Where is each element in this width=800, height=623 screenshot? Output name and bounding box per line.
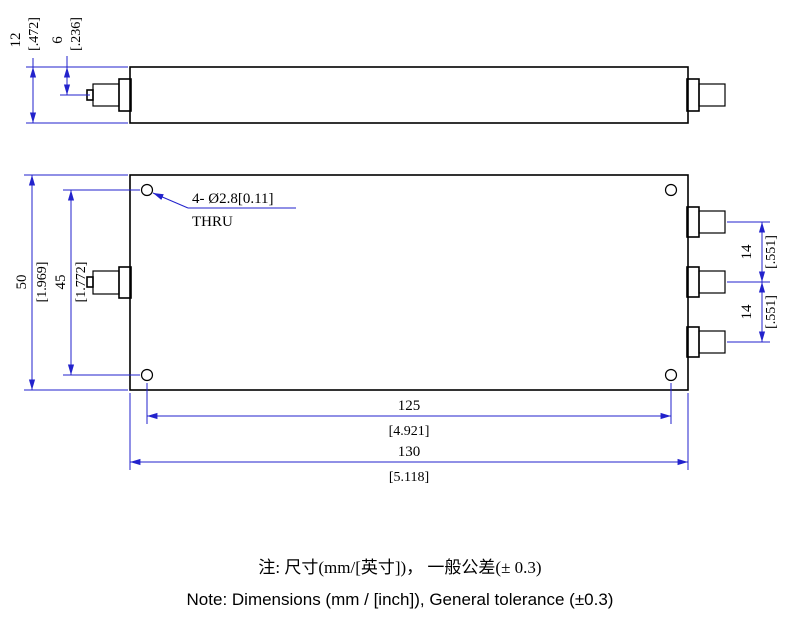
note-english: Note: Dimensions (mm / [inch]), General … <box>186 590 614 609</box>
dim-6-inch-label: [.236] <box>69 17 84 51</box>
dim-50: 50 [1.969] <box>14 174 128 391</box>
hole-callout-thru-text: THRU <box>192 214 233 230</box>
dim-14-lower: 14 [.551] <box>727 282 779 343</box>
dim-45: 45 [1.772] <box>53 189 140 376</box>
corner-hole-top-right <box>664 183 678 197</box>
dim-125-inch-label: [4.921] <box>389 424 430 439</box>
connector-flange <box>118 266 132 299</box>
dim-14-upper-mm-label: 14 <box>739 244 755 260</box>
dim-130-mm-label: 130 <box>398 444 421 460</box>
connector-threads <box>698 330 726 354</box>
connector-threads <box>698 210 726 234</box>
dim-50-inch-label: [1.969] <box>35 262 50 303</box>
dim-6-mm-label: 6 <box>50 36 66 44</box>
dim-125: 125 [4.921] <box>146 383 672 439</box>
dim-14-upper-inch-label: [.551] <box>764 235 779 269</box>
dim-12-inch-label: [.472] <box>27 17 42 51</box>
front-view-right-connector-2 <box>686 266 726 298</box>
corner-hole-bottom-right <box>664 368 678 382</box>
front-view-right-connector-1 <box>686 206 726 238</box>
front-view: 4- Ø2.8[0.11] THRU 50 [1.969] 45 [1.772] <box>14 174 779 485</box>
front-view-body <box>129 174 689 391</box>
dim-14-upper: 14 [.551] <box>727 221 779 283</box>
connector-threads <box>698 83 726 107</box>
dim-12-mm-label: 12 <box>8 33 24 48</box>
front-view-left-connector <box>86 266 132 299</box>
dim-14-lower-mm-label: 14 <box>739 304 755 320</box>
dim-45-inch-label: [1.772] <box>74 262 89 303</box>
connector-threads <box>92 83 120 107</box>
top-view-body <box>129 66 689 124</box>
connector-flange <box>118 78 132 112</box>
top-view: 12 [.472] 6 [.236] <box>8 17 726 124</box>
connector-threads <box>698 270 726 294</box>
hole-callout-text: 4- Ø2.8[0.11] <box>192 191 274 207</box>
top-view-left-connector <box>86 78 132 112</box>
dim-12: 12 [.472] <box>8 17 128 124</box>
dim-14-lower-inch-label: [.551] <box>764 295 779 329</box>
dim-50-mm-label: 50 <box>14 275 30 290</box>
front-view-right-connector-3 <box>686 326 726 358</box>
dim-125-mm-label: 125 <box>398 398 421 414</box>
top-view-right-connector <box>686 78 726 112</box>
corner-hole-top-left <box>140 183 154 197</box>
dim-130: 130 [5.118] <box>129 393 689 485</box>
connector-threads <box>92 270 120 295</box>
dim-6: 6 [.236] <box>50 17 90 96</box>
hole-callout: 4- Ø2.8[0.11] THRU <box>152 191 296 230</box>
corner-hole-bottom-left <box>140 368 154 382</box>
note-chinese: 注: 尺寸(mm/[英寸])， 一般公差(± 0.3) <box>258 558 542 577</box>
dim-130-inch-label: [5.118] <box>389 470 429 485</box>
dim-45-mm-label: 45 <box>53 275 69 290</box>
